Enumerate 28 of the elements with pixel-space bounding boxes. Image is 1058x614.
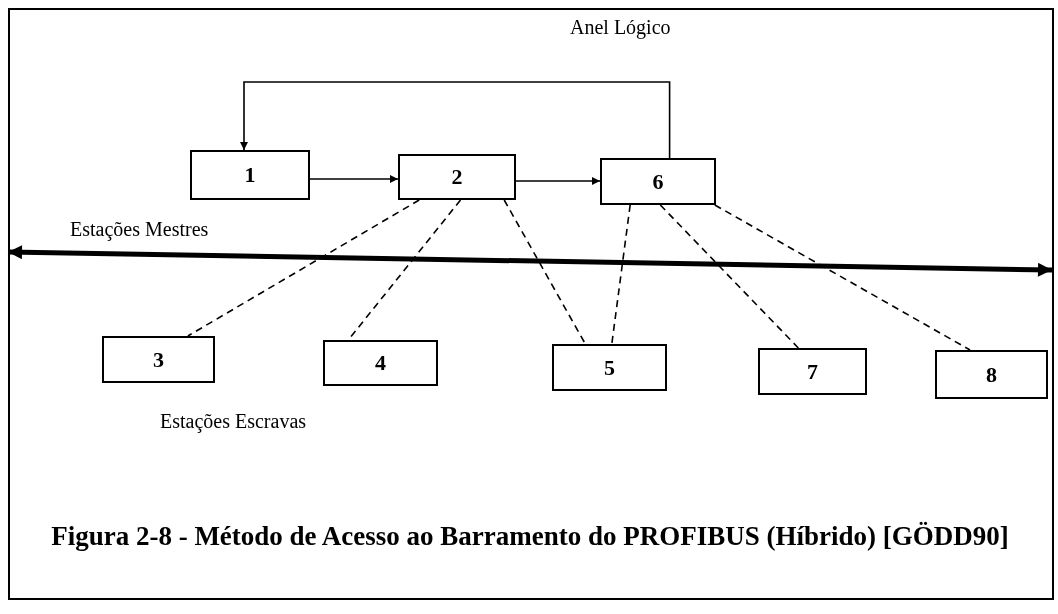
station-box [398,154,516,200]
station-number: 4 [375,350,386,376]
arrow [240,81,671,159]
arrow [515,177,601,185]
station-number: 8 [986,361,997,388]
station-number: 5 [604,354,615,381]
figure-caption: Figura 2-8 - Método de Acesso ao Barramento do PROFIBUS (Híbrido) [GÖDD90] [50,520,1010,552]
station-number: 6 [652,168,664,195]
station-number: 3 [153,346,164,373]
station-box [190,150,310,200]
dashed-line [503,199,587,345]
dashed-line [611,204,631,345]
station-number: 7 [807,358,818,385]
dashed-line [187,199,421,337]
text-label: Estações Escravas [160,410,307,433]
station-number: 1 [244,162,256,188]
station-number: 2 [451,164,463,190]
station-box [102,336,215,383]
text-label: Anel Lógico [570,16,671,39]
dashed-line [659,204,800,349]
station-box [935,350,1048,399]
station-box [758,348,867,395]
station-box [600,158,716,205]
arrow [309,175,399,183]
station-box [552,344,667,391]
text-label: Estações Mestres [70,218,209,241]
dashed-line [714,204,971,351]
station-box [323,340,438,386]
